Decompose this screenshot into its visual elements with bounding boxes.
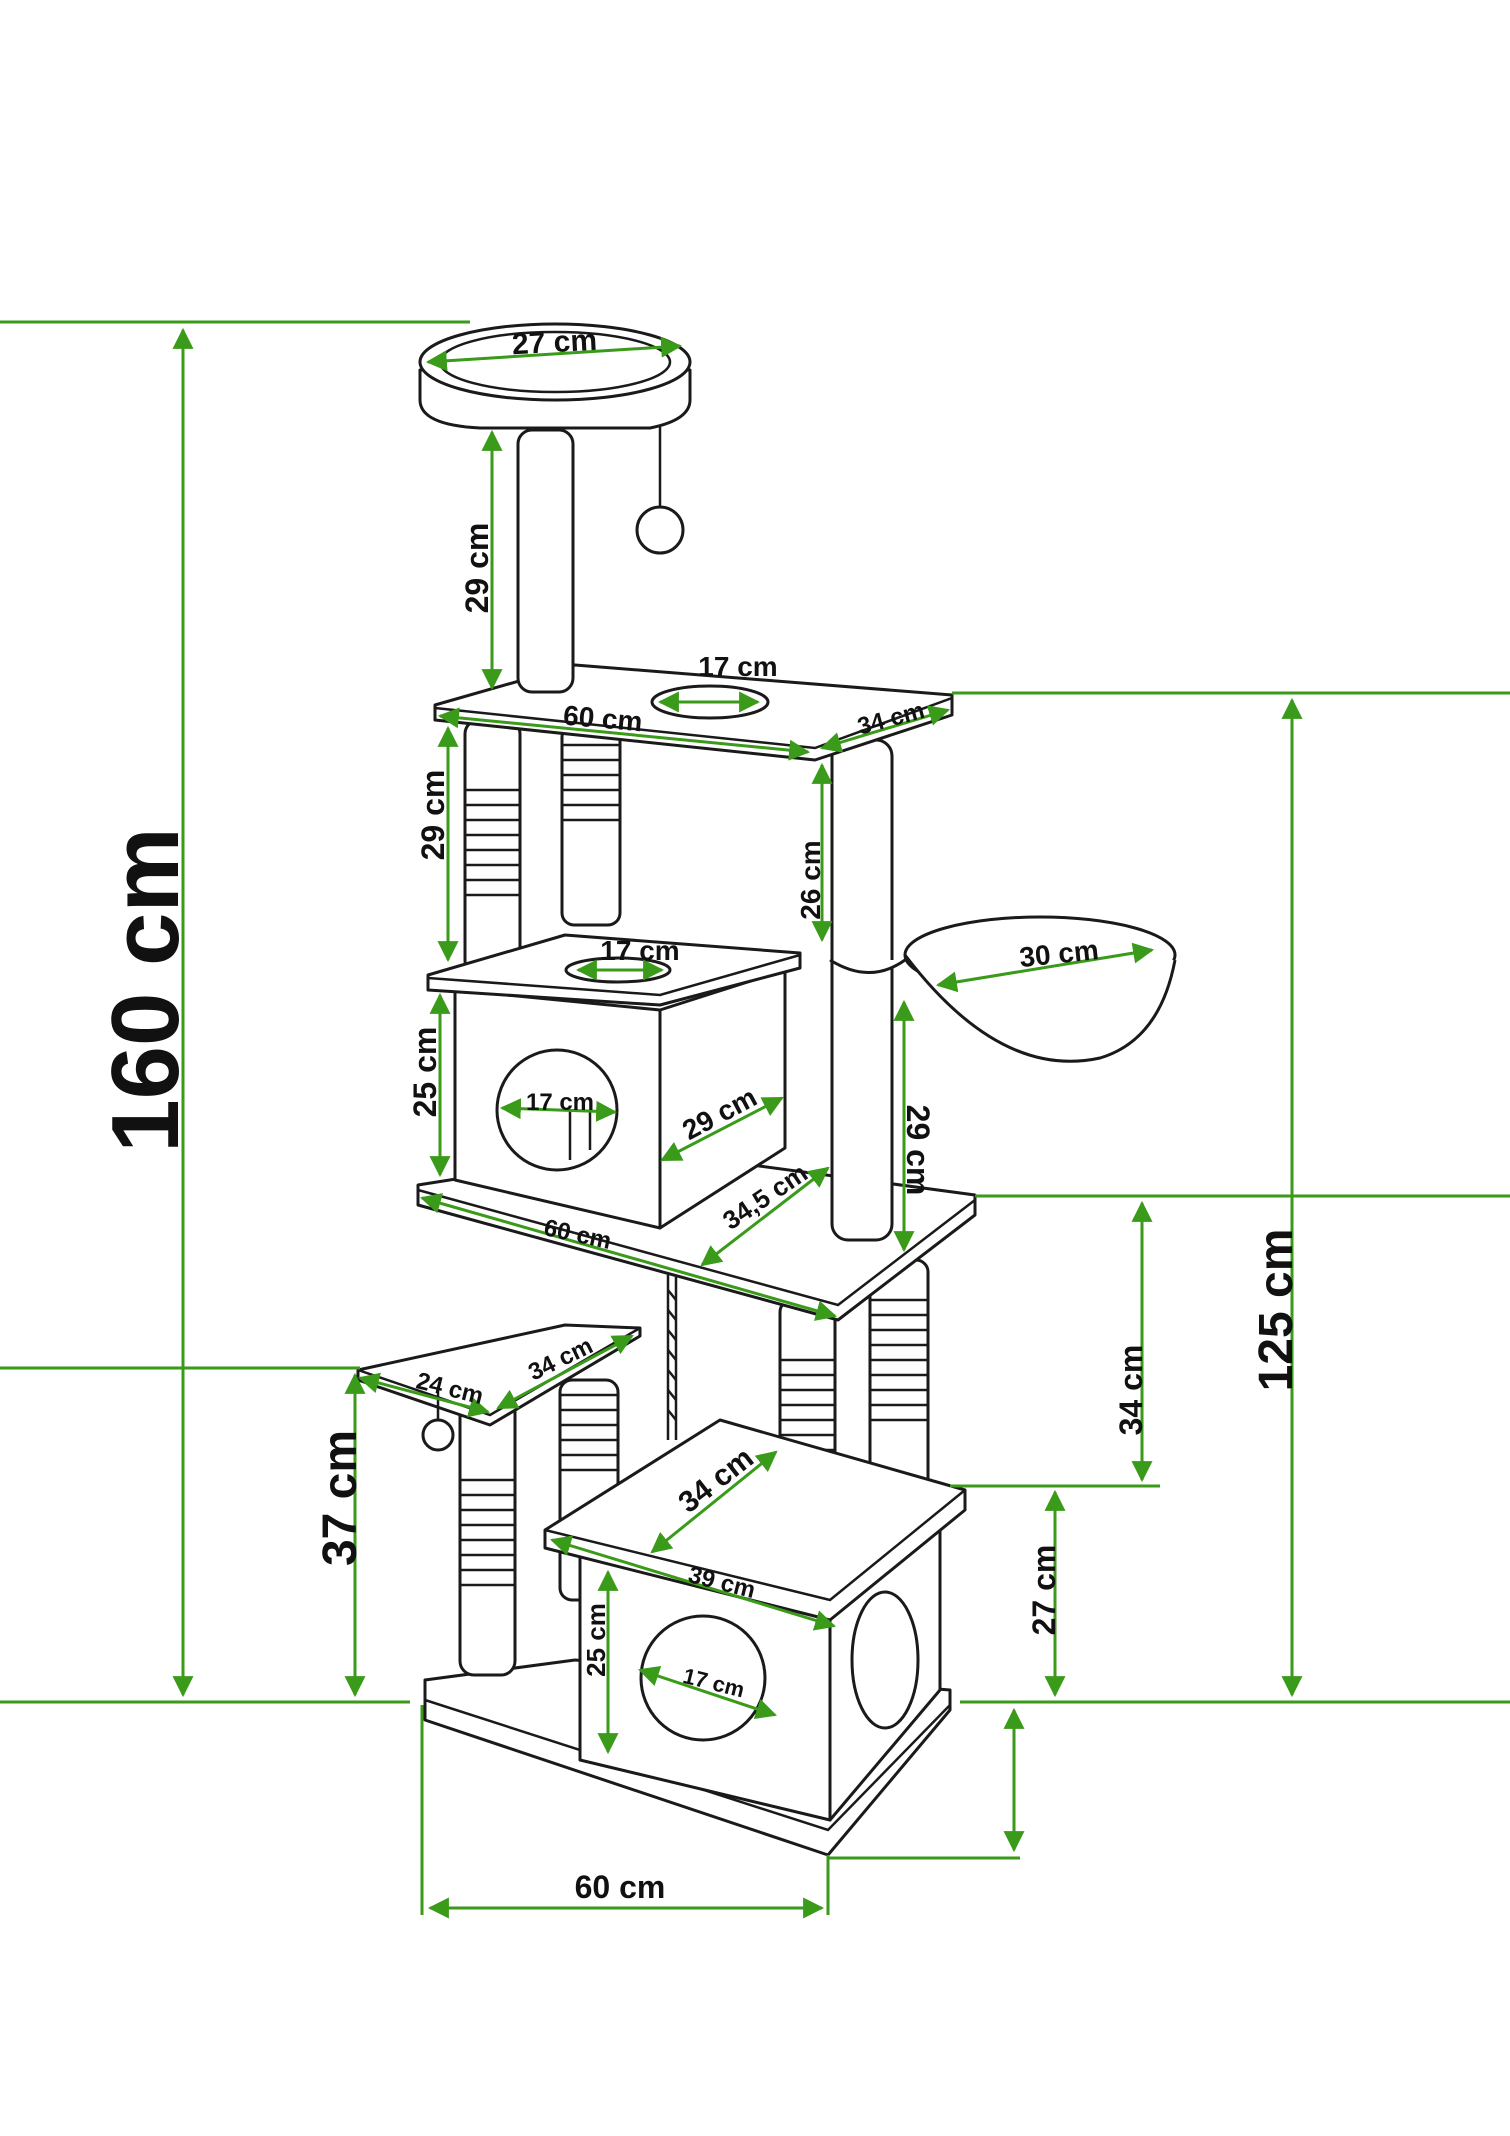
label-top-bed-diameter: 27 cm [511,324,598,361]
label-height-27-right: 27 cm [1026,1545,1062,1636]
label-height-37: 37 cm [314,1430,367,1566]
label-total-height: 160 cm [92,827,199,1153]
label-bottom-box-height: 25 cm [581,1603,611,1677]
dimension-lines [0,320,1510,1919]
label-top-post-height: 29 cm [459,523,495,614]
label-top-platform-hole: 17 cm [698,651,777,682]
label-upper-posts-height: 29 cm [415,770,451,861]
label-right-post-upper: 26 cm [795,840,826,919]
label-right-post-lower: 29 cm [900,1105,936,1196]
label-middle-box-entrance: 17 cm [526,1089,594,1116]
label-base-width: 60 cm [575,1869,666,1905]
label-height-125: 125 cm [1250,1229,1303,1392]
label-middle-box-hole: 17 cm [600,935,679,966]
label-middle-box-height: 25 cm [407,1027,443,1118]
dimension-labels: 160 cm 125 cm 37 cm 34 cm 27 cm 60 cm 27… [92,324,1303,1905]
label-height-34: 34 cm [1113,1345,1149,1436]
label-top-platform-width: 60 cm [562,700,644,738]
